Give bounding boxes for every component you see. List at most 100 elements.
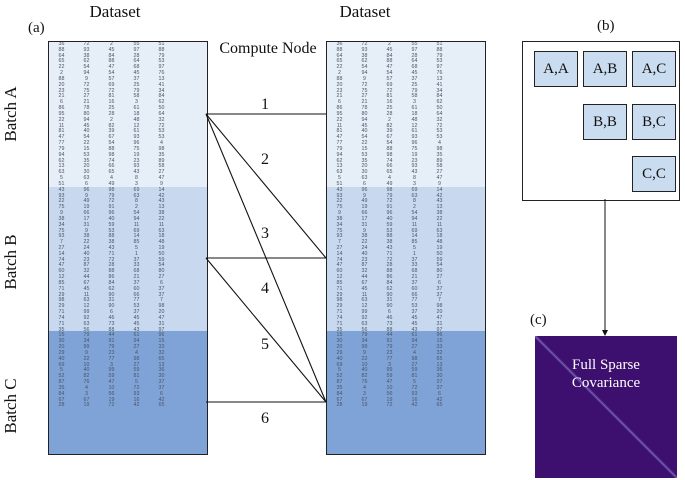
matrix-cell: 13 xyxy=(158,361,165,368)
matrix-cell: 22 xyxy=(83,140,90,147)
matrix-cell: 35 xyxy=(58,384,65,391)
left-dataset-header: Dataset xyxy=(89,2,141,21)
matrix-cell: 96 xyxy=(411,140,418,147)
matrix-cell: 37 xyxy=(133,75,140,82)
matrix-cell: 77 xyxy=(386,355,393,362)
matrix-cell: 64 xyxy=(411,58,418,65)
matrix-cell: 54 xyxy=(361,134,368,141)
matrix-cell: 35 xyxy=(58,326,65,333)
matrix-cell: 86 xyxy=(336,105,343,112)
matrix-cell: 72 xyxy=(386,402,393,409)
panel-c-label: (c) xyxy=(530,312,547,328)
matrix-cell: 37 xyxy=(158,285,165,292)
matrix-cell: 9 xyxy=(160,180,163,187)
right-dataset-header: Dataset xyxy=(339,2,391,21)
matrix-cell: 11 xyxy=(361,291,368,298)
matrix-cell: 79 xyxy=(361,332,368,339)
matrix-cell: 2 xyxy=(388,116,391,123)
matrix-cell: 53 xyxy=(158,58,165,65)
matrix-cell: 53 xyxy=(133,303,140,310)
matrix-cell: 15 xyxy=(58,332,65,339)
matrix-cell: 22 xyxy=(336,64,343,71)
matrix-cell: 62 xyxy=(83,58,90,65)
matrix-cell: 54 xyxy=(83,64,90,71)
matrix-cell: 38 xyxy=(108,239,115,246)
matrix-cell: 98 xyxy=(158,303,165,310)
matrix-cell: 34 xyxy=(361,338,368,345)
matrix-cell: 48 xyxy=(158,239,165,246)
matrix-cell: 43 xyxy=(411,326,418,333)
matrix-cell: 88 xyxy=(108,326,115,333)
matrix-cell: 95 xyxy=(336,110,343,117)
matrix-cell: 69 xyxy=(386,81,393,88)
matrix-cell: 13 xyxy=(436,204,443,211)
matrix-cell: 9 xyxy=(85,349,88,356)
matrix-cell: 42 xyxy=(436,192,443,199)
matrix-cell: 6 xyxy=(338,99,341,106)
matrix-cell: 75 xyxy=(411,145,418,152)
matrix-cell: 61 xyxy=(411,105,418,112)
matrix-cell: 12 xyxy=(58,274,65,281)
matrix-cell: 23 xyxy=(336,87,343,94)
matrix-cell: 39 xyxy=(386,128,393,135)
matrix-cell: 6 xyxy=(85,180,88,187)
matrix-cell: 30 xyxy=(436,373,443,380)
matrix-cell: 9 xyxy=(85,75,88,82)
matrix-cell: 79 xyxy=(133,87,140,94)
matrix-cell: 86 xyxy=(386,274,393,281)
matrix-cell: 38 xyxy=(83,233,90,240)
matrix-cell: 59 xyxy=(386,373,393,380)
matrix-cell: 9 xyxy=(363,227,366,234)
matrix-cell: 2 xyxy=(60,70,63,77)
matrix-cell: 27 xyxy=(158,169,165,176)
matrix-cell: 67 xyxy=(83,396,90,403)
block-bb: B,B xyxy=(583,104,627,140)
matrix-cell: 22 xyxy=(58,198,65,205)
matrix-cell: 14 xyxy=(336,250,343,257)
matrix-cell: 75 xyxy=(361,87,368,94)
matrix-cell: 21 xyxy=(133,274,140,281)
matrix-cell: 88 xyxy=(336,75,343,82)
matrix-cell: 41 xyxy=(436,81,443,88)
matrix-cell: 43 xyxy=(133,169,140,176)
matrix-cell: 93 xyxy=(133,163,140,170)
matrix-cell: 34 xyxy=(83,338,90,345)
matrix-cell: 35 xyxy=(361,157,368,164)
matrix-cell: 76 xyxy=(83,379,90,386)
matrix-cell: 27 xyxy=(158,274,165,281)
matrix-cell: 14 xyxy=(58,250,65,257)
matrix-cell: 77 xyxy=(336,140,343,147)
matrix-cell: 37 xyxy=(411,256,418,263)
matrix-cell: 31 xyxy=(83,221,90,228)
matrix-cell: 58 xyxy=(411,93,418,100)
matrix-cell: 54 xyxy=(386,140,393,147)
matrix-cell: 2 xyxy=(110,116,113,123)
matrix-cell: 37 xyxy=(158,384,165,391)
matrix-cell: 56 xyxy=(83,326,90,333)
matrix-cell: 62 xyxy=(158,99,165,106)
matrix-cell: 31 xyxy=(436,320,443,327)
matrix-cell: 53 xyxy=(436,134,443,141)
matrix-cell: 21 xyxy=(361,99,368,106)
matrix-cell: 28 xyxy=(411,52,418,59)
matrix-cell: 9 xyxy=(363,349,366,356)
matrix-cell: 76 xyxy=(361,379,368,386)
matrix-cell: 44 xyxy=(386,332,393,339)
matrix-cell: 71 xyxy=(58,320,65,327)
matrix-cell: 63 xyxy=(133,192,140,199)
